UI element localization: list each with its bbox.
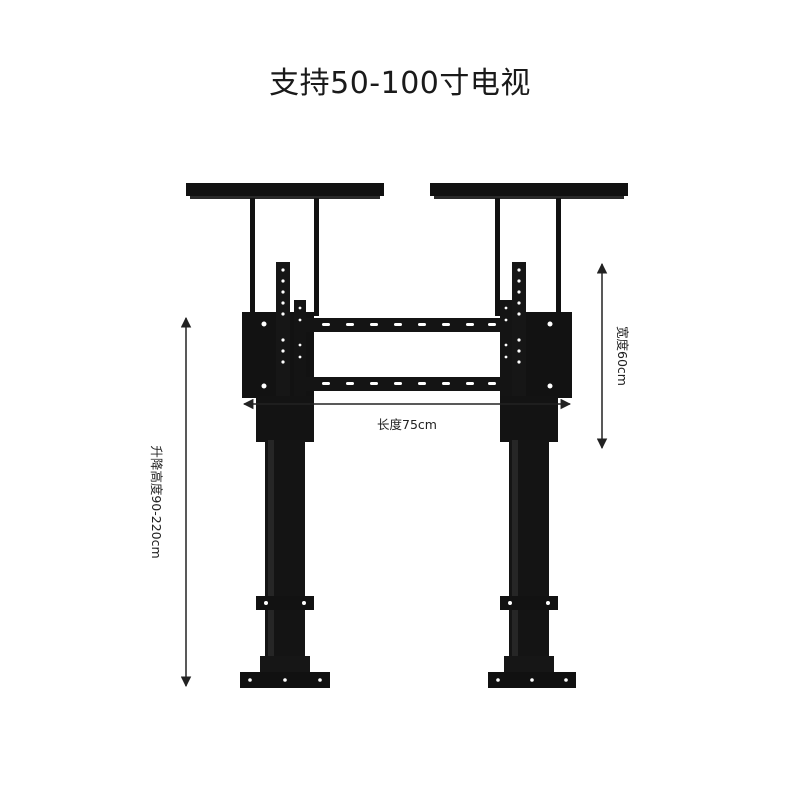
vesa-bar-upper bbox=[300, 318, 514, 332]
length-dimension-label: 长度75cm bbox=[377, 417, 437, 432]
lift-column-left bbox=[256, 440, 314, 658]
width-dimension-label: 宽度60cm bbox=[615, 326, 630, 386]
base-foot-right bbox=[488, 656, 576, 688]
hanging-rods bbox=[250, 198, 561, 316]
page-title: 支持50-100寸电视 bbox=[269, 66, 531, 101]
vesa-bar-lower bbox=[300, 377, 514, 391]
top-support-bar-right bbox=[430, 183, 628, 199]
lift-column-right bbox=[500, 440, 558, 658]
lift-height-dimension-label: 升降高度90-220cm bbox=[149, 445, 164, 558]
top-support-bar-left bbox=[186, 183, 384, 199]
column-head-left bbox=[256, 396, 314, 442]
column-head-right bbox=[500, 396, 558, 442]
base-foot-left bbox=[240, 656, 330, 688]
